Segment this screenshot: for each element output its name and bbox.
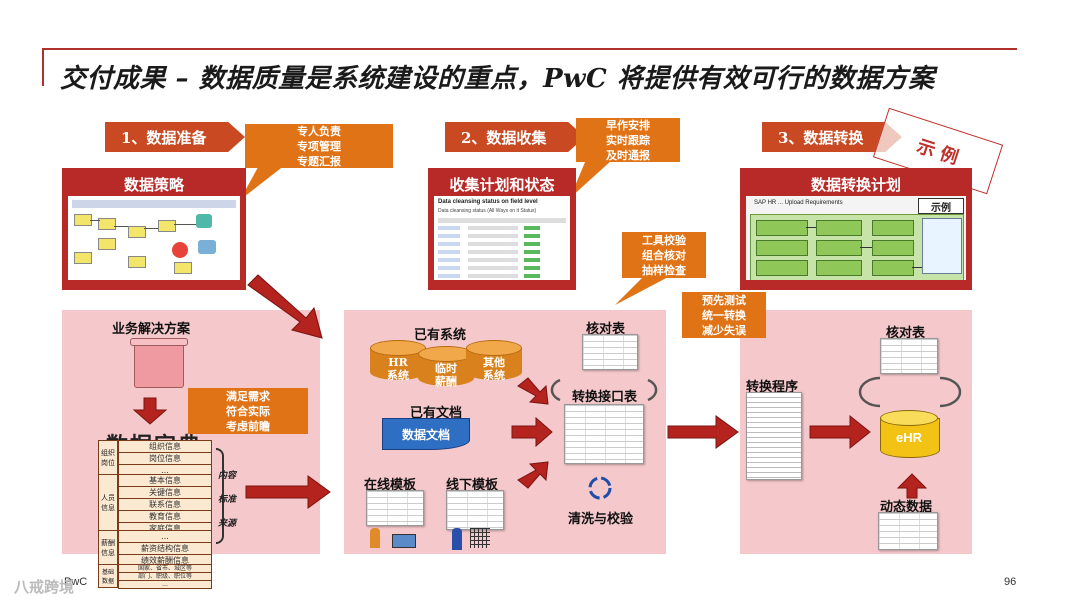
watermark: 八戒跨境 [14, 578, 75, 596]
dictionary-callout-line-3: 考虑前瞻 [226, 419, 270, 433]
dict-group-3: 薪酬 信息 [98, 530, 118, 565]
hr-system-cylinder: HR 系统 [370, 340, 426, 386]
dict-row: 基本信息 [118, 474, 212, 487]
dict-row: 部门、职级、职位等 [118, 573, 212, 581]
conversion-callout-line-2: 统一转换 [702, 308, 746, 322]
dictionary-callout: 满足需求 符合实际 考虑前瞻 [188, 388, 308, 434]
step-2-callout-line-1: 早作安排 [606, 118, 650, 132]
dict-row: 教育信息 [118, 511, 212, 523]
page-title: 交付成果 – 数据质量是系统建设的重点，PwC 将提供有效可行的数据方案 [60, 64, 935, 94]
business-solution-label: 业务解决方案 [112, 322, 191, 337]
other-system-cylinder: 其他 系统 [466, 340, 522, 386]
conversion-doc-heading: SAP HR ... Upload Requirements [754, 200, 843, 206]
online-template-sheet [366, 490, 424, 526]
offline-template-label: 线下模板 [446, 478, 499, 493]
dict-side-label-source: 来源 [218, 519, 237, 529]
dynamic-data-label: 动态数据 [880, 500, 933, 515]
online-template-label: 在线模板 [364, 478, 417, 493]
dict-row: 联系信息 [118, 499, 212, 511]
data-document-label: 数据文档 [401, 427, 450, 442]
footer-brand: PwC [64, 576, 88, 588]
collection-doc-heading: Data cleansing status on field level [438, 199, 538, 205]
hr-system-label: HR 系统 [387, 356, 409, 382]
conversion-plan-panel: 数据转换计划 SAP HR ... Upload Requirements 示例 [740, 168, 972, 290]
strategy-panel-title: 数据策略 [123, 176, 184, 194]
conversion-callout-line-3: 减少失误 [702, 323, 746, 337]
step-1-chevron: 1、数据准备 [105, 122, 245, 152]
conversion-plan-diagram: SAP HR ... Upload Requirements 示例 [746, 196, 966, 280]
step-3-label: 3、数据转换 [778, 128, 864, 147]
step-1-callout-line-3: 专题汇报 [297, 154, 341, 168]
dynamic-data-sheet [878, 512, 938, 550]
dict-row: ... [118, 581, 212, 589]
computer-icon [392, 534, 416, 548]
cleansing-label: 清洗与校验 [568, 512, 634, 527]
title-rule-left [42, 48, 44, 86]
dict-side-label-content: 内容 [218, 471, 237, 481]
shelf-icon [470, 528, 490, 548]
dict-row: 国家、省市、城区等 [118, 564, 212, 573]
verification-callout-line-2: 组合核对 [642, 248, 686, 262]
step-2-chevron: 2、数据收集 [445, 122, 585, 152]
page-number: 96 [1004, 576, 1017, 588]
conversion-program-listing [746, 392, 802, 480]
verification-callout-line-3: 抽样检查 [642, 263, 686, 277]
step-2-callout: 早作安排 实时跟踪 及时通报 [576, 118, 680, 162]
dict-group-1: 组织 岗位 [98, 440, 118, 475]
collection-panel-title: 收集计划和状态 [449, 176, 555, 194]
person-icon [452, 528, 462, 550]
strategy-flowchart [68, 196, 240, 280]
collection-panel: 收集计划和状态 Data cleansing status on field l… [428, 168, 576, 290]
dict-row: ... [118, 530, 212, 543]
conversion-program-label: 转换程序 [746, 380, 799, 395]
step-1-label: 1、数据准备 [121, 128, 207, 147]
interface-table-sheet [564, 404, 644, 464]
step-2-label: 2、数据收集 [461, 128, 547, 147]
temp-payroll-cylinder: 临时 薪酬 [418, 346, 474, 392]
conversion-plan-stamp: 示例 [918, 198, 964, 214]
step-2-callout-line-2: 实时跟踪 [606, 133, 650, 147]
dict-side-label-standard: 标准 [218, 495, 237, 505]
dict-group-2: 人员 信息 [98, 474, 118, 531]
collection-status-sheet: Data cleansing status on field level Dat… [434, 196, 570, 280]
conversion-plan-panel-title: 数据转换计划 [810, 176, 901, 194]
person-icon [370, 528, 380, 548]
offline-template-sheet [446, 490, 504, 530]
step-1-callout-line-2: 专项管理 [297, 139, 341, 153]
right-checklist-sheet [880, 338, 938, 374]
step-2-callout-line-3: 及时通报 [606, 148, 650, 162]
scroll-icon [134, 340, 184, 388]
ehr-database-icon: eHR [880, 410, 940, 460]
ehr-label: eHR [895, 430, 922, 445]
verification-callout: 工具校验 组合核对 抽样检查 [622, 232, 706, 278]
middle-checklist-label: 核对表 [586, 322, 626, 337]
dict-row: 薪资结构信息 [118, 543, 212, 555]
collection-status-rows [438, 218, 566, 280]
dict-group-4: 基础 数据 [98, 564, 118, 588]
verification-callout-line-1: 工具校验 [642, 233, 686, 247]
dict-row: 组织信息 [118, 440, 212, 453]
collection-doc-subheading: Data cleansing status (All Ways on it St… [438, 208, 537, 214]
dict-row: 岗位信息 [118, 453, 212, 465]
dictionary-callout-line-2: 符合实际 [226, 404, 270, 418]
existing-systems-label: 已有系统 [414, 328, 467, 343]
data-document-icon: 数据文档 [382, 418, 470, 450]
step-1-callout-line-1: 专人负责 [297, 124, 341, 138]
scroll-icon-top [130, 338, 188, 346]
interface-table-label: 转换接口表 [572, 390, 638, 405]
title-rule [42, 48, 1017, 50]
dict-row: 关键信息 [118, 487, 212, 499]
temp-payroll-label: 临时 薪酬 [435, 362, 457, 388]
middle-checklist-sheet [582, 334, 638, 370]
conversion-callout-line-1: 预先测试 [702, 293, 746, 307]
dictionary-callout-line-1: 满足需求 [226, 389, 270, 403]
conversion-callout: 预先测试 统一转换 减少失误 [682, 292, 766, 338]
other-system-label: 其他 系统 [483, 356, 505, 382]
step-1-callout: 专人负责 专项管理 专题汇报 [245, 124, 393, 168]
strategy-panel: 数据策略 [62, 168, 246, 290]
right-checklist-label: 核对表 [886, 326, 926, 341]
